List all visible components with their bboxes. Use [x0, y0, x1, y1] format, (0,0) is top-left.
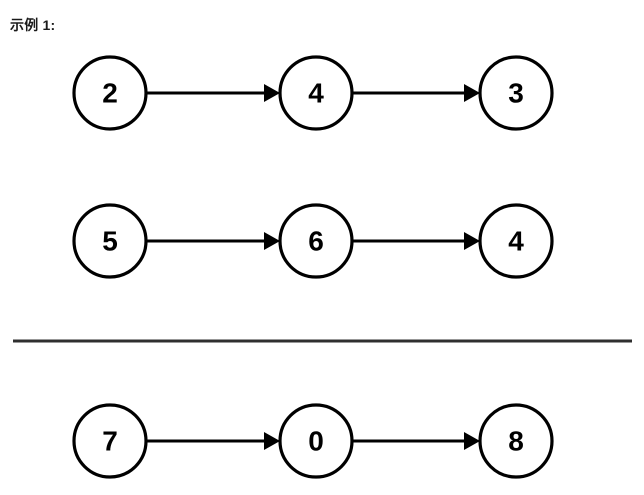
chain-1: 2 4 3 [72, 55, 554, 131]
node-value: 6 [308, 226, 324, 257]
node-circle-group[interactable]: 2 [72, 55, 148, 131]
node-circle[interactable] [478, 55, 554, 131]
edge-6-to-4 [352, 232, 480, 250]
node-circle-group[interactable]: 3 [478, 55, 554, 131]
arrowhead-icon [464, 232, 480, 250]
arrowhead-icon [464, 84, 480, 102]
node-circle[interactable] [478, 203, 554, 279]
node-value: 4 [508, 226, 524, 257]
node-circle-group[interactable]: 6 [278, 203, 354, 279]
edge-7-to-0 [146, 432, 280, 450]
node-circle-group[interactable]: 5 [72, 203, 148, 279]
arrowhead-icon [464, 432, 480, 450]
node-value: 8 [508, 426, 524, 457]
page-title: 示例 1: [10, 17, 56, 33]
node-circle-group[interactable]: 0 [278, 403, 354, 479]
node-value: 5 [102, 226, 118, 257]
node-circle[interactable] [72, 55, 148, 131]
arrowhead-icon [264, 84, 280, 102]
node-value: 0 [308, 426, 324, 457]
node-circle-group[interactable]: 8 [478, 403, 554, 479]
node-circle[interactable] [478, 403, 554, 479]
chain-2: 5 6 4 [72, 203, 554, 279]
node-value: 4 [308, 78, 324, 109]
edge-2-to-4 [146, 84, 280, 102]
node-circle[interactable] [278, 403, 354, 479]
node-circle-group[interactable]: 7 [72, 403, 148, 479]
node-circle[interactable] [72, 203, 148, 279]
node-circle[interactable] [278, 55, 354, 131]
node-circle-group[interactable]: 4 [478, 203, 554, 279]
arrowhead-icon [264, 432, 280, 450]
node-circle[interactable] [278, 203, 354, 279]
edge-0-to-8 [352, 432, 480, 450]
node-value: 7 [102, 426, 118, 457]
edge-4-to-3 [352, 84, 480, 102]
node-circle[interactable] [72, 403, 148, 479]
arrowhead-icon [264, 232, 280, 250]
node-value: 2 [102, 78, 118, 109]
edge-5-to-6 [146, 232, 280, 250]
node-circle-group[interactable]: 4 [278, 55, 354, 131]
chain-3: 7 0 8 [72, 403, 554, 479]
node-value: 3 [508, 78, 524, 109]
